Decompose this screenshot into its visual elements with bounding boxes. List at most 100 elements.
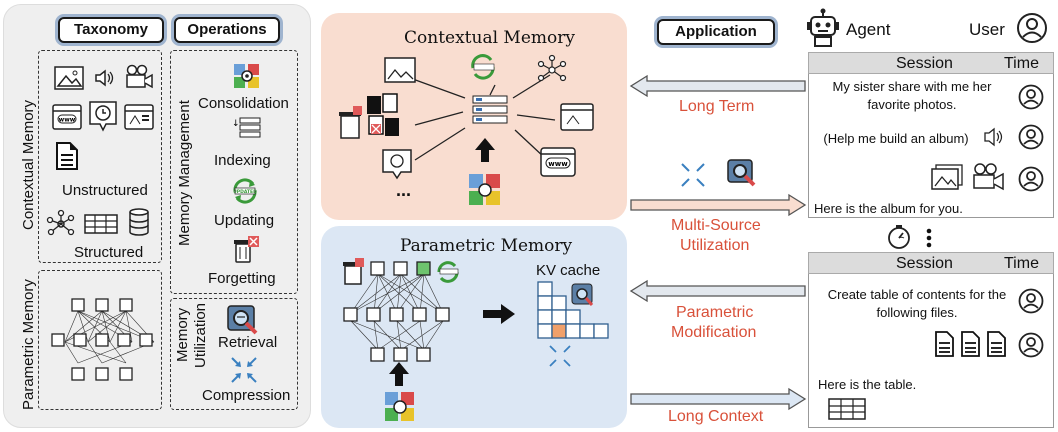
- multi-source-arrow: [630, 193, 807, 217]
- session-1-header: [808, 52, 1054, 74]
- parametric-modification-arrow: [629, 279, 806, 303]
- svg-text:www: www: [59, 117, 76, 124]
- session-1-msg-1a: My sister share with me her: [832, 79, 992, 94]
- contextual-taxonomy-box: [38, 50, 162, 263]
- ctx-puzzle-icon: [469, 174, 500, 205]
- session-1-photo-icon: [931, 164, 963, 190]
- session-1-user-avatar-1: [1018, 84, 1044, 110]
- session-2-table-icon: [828, 398, 866, 420]
- memory-utilization-vertical-label-1: Memory: [174, 307, 191, 362]
- operations-tag: Operations: [174, 17, 280, 43]
- memory-management-box: [170, 50, 298, 294]
- session-1-time: Time: [1004, 55, 1039, 72]
- session-1-user-avatar-3: [1018, 166, 1044, 192]
- session-2-user-avatar-1: [1018, 288, 1044, 314]
- clock-history-icon: [89, 101, 117, 132]
- ctx-webpage-icon: [560, 103, 594, 131]
- kv-compression-icon: [549, 345, 571, 367]
- long-context-arrow: [630, 387, 807, 411]
- ctx-image-icon: [384, 57, 416, 83]
- document-icon: [56, 142, 78, 170]
- ctx-updated-icon: [471, 54, 495, 80]
- parametric-taxonomy-box: [38, 270, 162, 410]
- parametric-memory-title: Parametric Memory: [400, 236, 573, 256]
- kv-cache-label: KV cache: [536, 262, 601, 279]
- contextual-memory-vertical-label: Contextual Memory: [20, 99, 37, 230]
- agent-label: Agent: [846, 20, 891, 39]
- retrieval-magnifier-icon: [227, 305, 258, 335]
- param-trash-icon: [343, 258, 364, 285]
- application-tag: Application: [657, 19, 775, 45]
- parametric-network-small: [51, 298, 155, 381]
- user-label: User: [969, 20, 1005, 39]
- session-2-header: [808, 252, 1054, 274]
- puzzle-gear-icon: [234, 64, 259, 88]
- multi-source-label-2: Utilization: [680, 237, 750, 254]
- op-compression-label: Compression: [202, 387, 291, 404]
- op-indexing-label: Indexing: [214, 152, 271, 169]
- index-list-icon: ↓: [232, 117, 261, 138]
- session-1-msg-2: (Help me build an album): [823, 131, 969, 146]
- kv-retrieval-icon: [571, 283, 594, 306]
- updated-badge-small: UPDATED: [233, 189, 257, 195]
- param-updated-icon: [437, 261, 459, 283]
- parametric-memory-vertical-label: Parametric Memory: [20, 279, 37, 410]
- session-1-user-avatar-2: [1018, 124, 1044, 150]
- op-updating-label: Updating: [214, 212, 275, 229]
- ctx-graph-icon: [537, 54, 567, 82]
- ctx-files-trash-icon: [339, 93, 399, 139]
- session-2-msg-1b: following files.: [876, 305, 958, 320]
- param-puzzle-icon: [385, 392, 414, 421]
- op-consolidation-label: Consolidation: [198, 95, 289, 112]
- user-avatar-icon: [1017, 13, 1047, 43]
- unstructured-label: Unstructured: [62, 182, 148, 199]
- structured-label: Structured: [74, 244, 144, 261]
- long-context-label: Long Context: [668, 408, 764, 425]
- memory-utilization-vertical-label-2: Utilization: [192, 302, 209, 368]
- timer-icon: [888, 225, 910, 249]
- compression-small-icon: [681, 163, 705, 187]
- op-retrieval-label: Retrieval: [218, 334, 278, 351]
- retrieval-small-icon: [727, 159, 756, 187]
- op-forgetting-label: Forgetting: [208, 270, 276, 287]
- parametric-modification-label-2: Modification: [671, 324, 757, 341]
- session-2-time: Time: [1004, 255, 1039, 272]
- session-1-msg-3: Here is the album for you.: [814, 201, 963, 216]
- session-2-msg-1a: Create table of contents for the: [827, 287, 1007, 302]
- ctx-ellipsis: ...: [396, 180, 412, 200]
- memory-utilization-box: [170, 298, 298, 410]
- table-icon: [84, 214, 118, 234]
- vertical-ellipsis-icon: [926, 228, 932, 248]
- session-2-user-avatar-2: [1018, 332, 1044, 358]
- kv-cache-grid: [537, 281, 609, 367]
- database-icon: [129, 208, 149, 236]
- session-1-title: Session: [896, 55, 953, 72]
- session-2-msg-2: Here is the table.: [818, 377, 917, 392]
- long-term-arrow: [629, 74, 806, 98]
- taxonomy-tag: Taxonomy: [58, 17, 164, 43]
- session-1-video-icon: [973, 163, 1004, 191]
- contextual-memory-title: Contextual Memory: [404, 28, 575, 48]
- ctx-www-icon: www: [540, 147, 576, 177]
- session-2-title: Session: [896, 255, 953, 272]
- web-page-icon: [124, 104, 154, 130]
- agent-robot-icon: [807, 8, 839, 47]
- memory-management-vertical-label: Memory Management: [176, 100, 193, 246]
- updated-refresh-icon: UPDATED: [233, 178, 257, 204]
- graph-network-icon: [46, 209, 75, 236]
- video-camera-icon: [126, 64, 153, 89]
- parametric-network-large: [343, 258, 515, 421]
- trash-delete-icon: [234, 236, 259, 263]
- image-icon: [54, 66, 84, 90]
- speaker-icon: [95, 69, 114, 87]
- parametric-modification-label-1: Parametric: [676, 304, 754, 321]
- session-2-documents-icon: [935, 331, 1006, 357]
- ctx-clock-icon: [382, 149, 412, 180]
- long-term-label: Long Term: [679, 98, 755, 115]
- svg-text:↓: ↓: [232, 119, 240, 129]
- svg-text:www: www: [548, 160, 568, 168]
- session-1-msg-1b: favorite photos.: [867, 97, 957, 112]
- contextual-memory-graphic: www: [339, 54, 594, 205]
- compression-icon: [231, 357, 257, 383]
